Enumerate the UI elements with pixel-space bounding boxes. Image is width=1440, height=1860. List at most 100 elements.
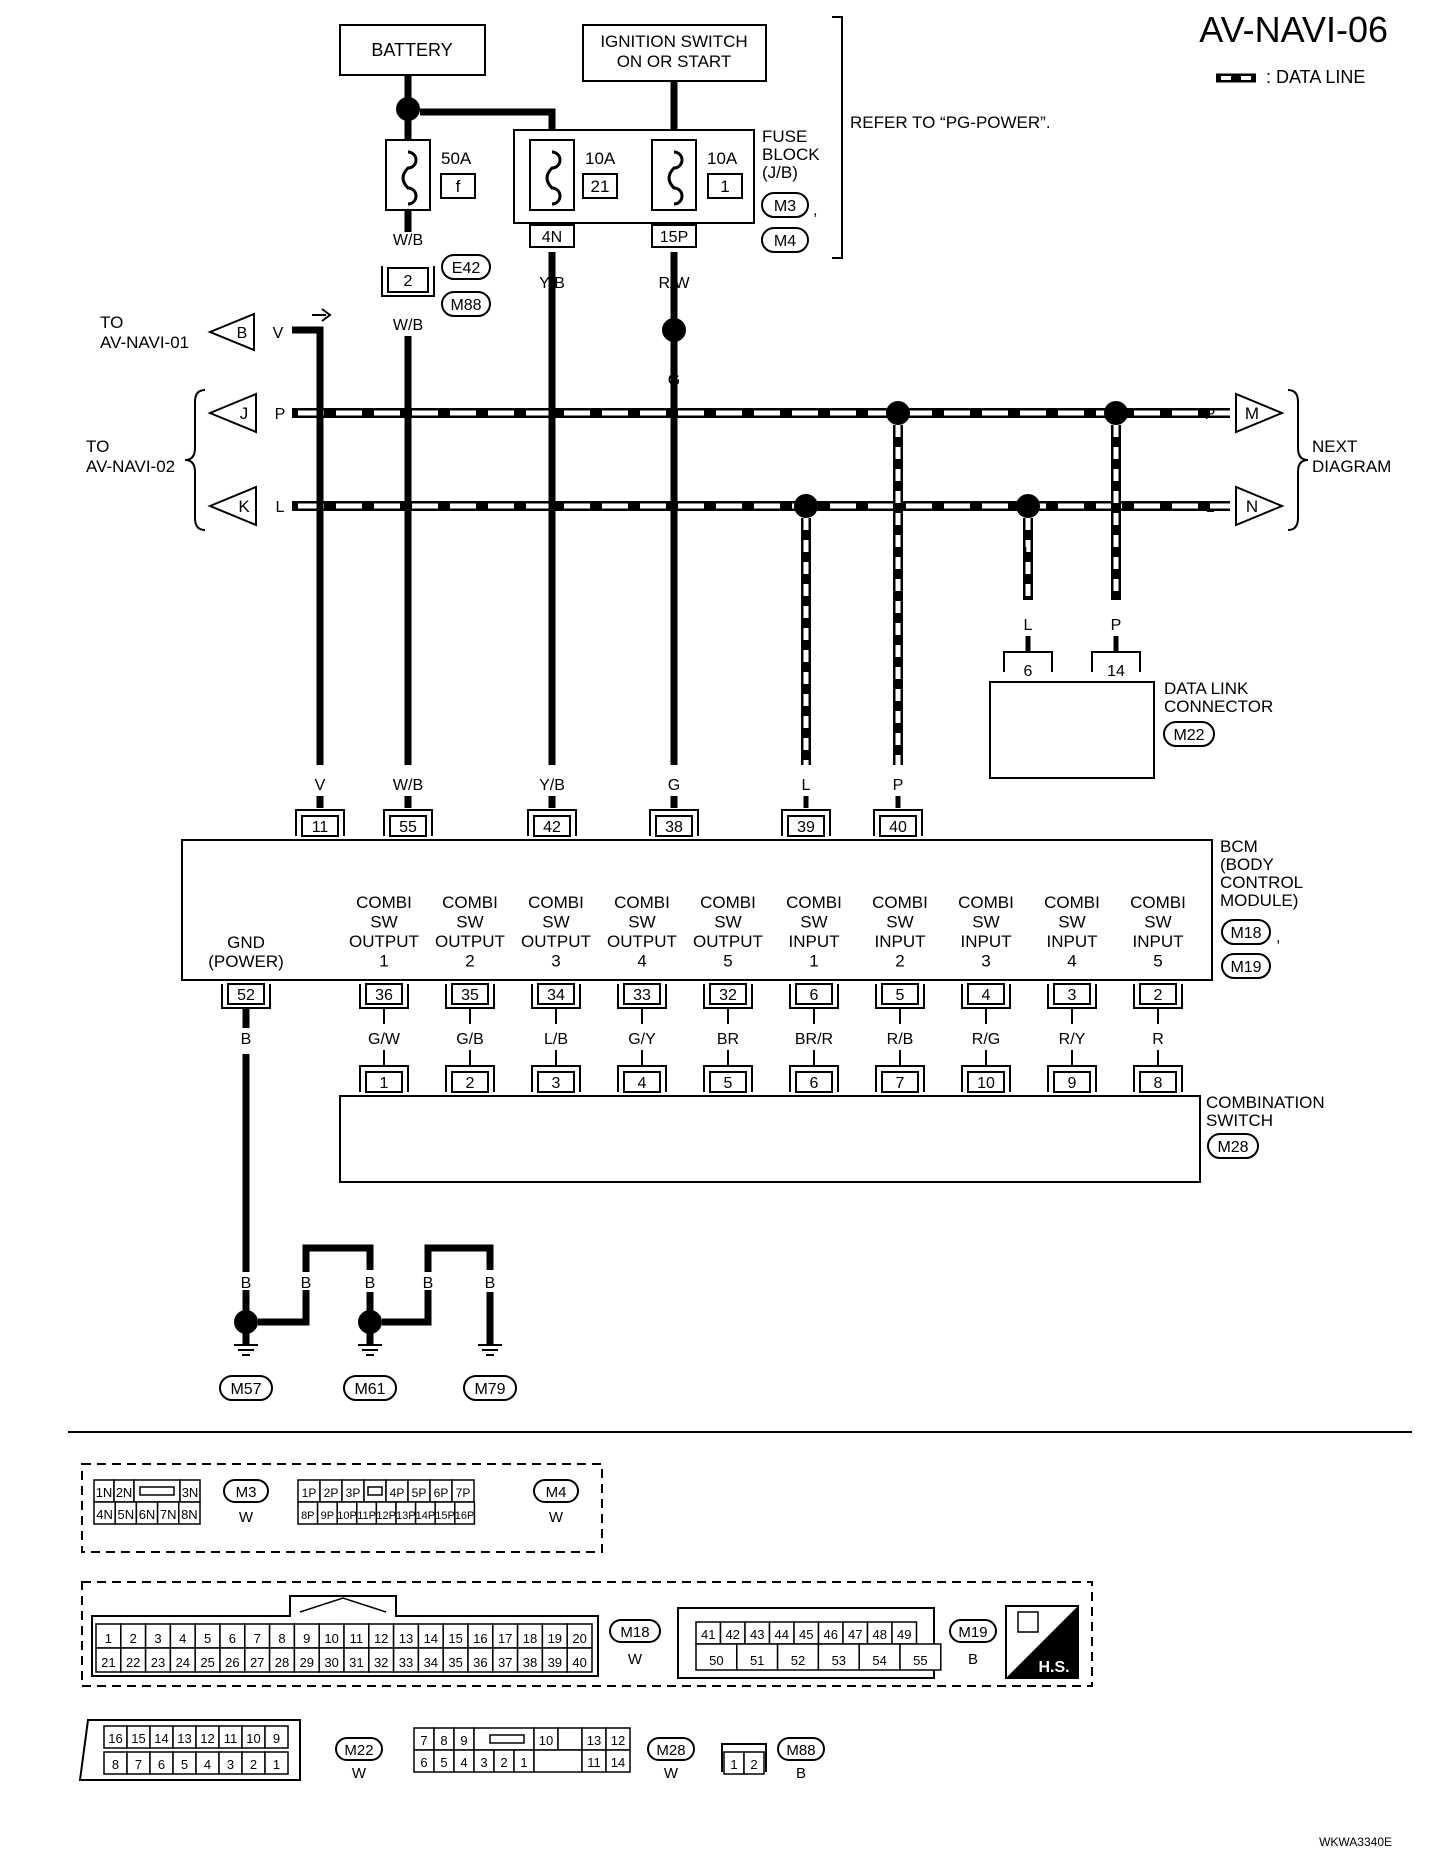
terminal-label: COMBI xyxy=(786,893,842,912)
pin-cell xyxy=(343,1623,370,1649)
pin-label: 11 xyxy=(587,1755,601,1770)
battery-box: BATTERY xyxy=(339,24,486,76)
fuse-50a: 50A f xyxy=(385,139,476,211)
pin-cell xyxy=(178,1501,201,1525)
terminal-box xyxy=(655,815,693,837)
connector-icon xyxy=(1017,1611,1039,1633)
wire-color: R/Y xyxy=(1059,1031,1086,1048)
splice-dot xyxy=(1016,494,1040,518)
wire-color: R xyxy=(1152,1031,1164,1048)
terminal-housing xyxy=(383,809,433,836)
offpage-label: AV-NAVI-01 xyxy=(100,333,189,352)
connector-id: M3 xyxy=(774,198,796,215)
offpage-label: TO xyxy=(100,313,123,332)
offpage-label: NEXT xyxy=(1312,437,1357,456)
pin-label: 11 xyxy=(224,1731,238,1746)
label-mask xyxy=(538,775,566,793)
pin-label: 24 xyxy=(176,1655,190,1670)
terminal-label: INPUT xyxy=(1047,932,1098,951)
connector-id: M4 xyxy=(546,1484,567,1501)
pin-label: 1 xyxy=(520,1755,527,1770)
fuse-amp: 10A xyxy=(585,149,616,168)
pin-label: 12P xyxy=(376,1510,396,1522)
terminal-label: SW xyxy=(542,913,569,932)
pin-label: 26 xyxy=(225,1655,239,1670)
pin-number: 39 xyxy=(797,819,815,836)
pin-cell xyxy=(120,1647,147,1673)
splice-dot xyxy=(1104,401,1128,425)
pin-label: 48 xyxy=(873,1627,887,1642)
wire-color: B xyxy=(301,1275,312,1292)
pin-number: 42 xyxy=(543,819,561,836)
offpage-label: AV-NAVI-02 xyxy=(86,457,175,476)
bcm-label: BCM xyxy=(1220,837,1258,856)
terminal-label: SW xyxy=(714,913,741,932)
key-slot xyxy=(367,1486,383,1496)
pin-cell xyxy=(392,1623,420,1649)
hs-label: H.S. xyxy=(1038,1659,1069,1676)
connector-tag xyxy=(647,1737,695,1761)
pin-cell xyxy=(817,1643,860,1671)
pin-label: 4 xyxy=(460,1755,467,1770)
hs-triangle xyxy=(1006,1606,1078,1678)
pin-cell xyxy=(194,1647,221,1673)
terminal-box xyxy=(795,1071,833,1093)
terminal-housing xyxy=(295,809,345,836)
pin-label: 33 xyxy=(399,1655,413,1670)
connector-id: M22 xyxy=(1173,727,1204,744)
pin-label: 6N xyxy=(139,1507,156,1522)
wire-color: P xyxy=(1205,406,1216,423)
pin-label: 32 xyxy=(374,1655,388,1670)
wire-color: BR/R xyxy=(795,1031,833,1048)
terminal-box xyxy=(533,815,571,837)
wire-color: R/G xyxy=(972,1031,1000,1048)
dlc-label: CONNECTOR xyxy=(1164,697,1273,716)
terminal-label: 4 xyxy=(637,952,646,971)
terminal-box xyxy=(451,1071,489,1093)
terminal-box xyxy=(1053,983,1091,1005)
pin-cell xyxy=(899,1643,942,1671)
pin-cell xyxy=(169,1647,196,1673)
terminal-label: (POWER) xyxy=(208,952,284,971)
pin-number: 14 xyxy=(1107,663,1125,680)
pin-label: 16P xyxy=(455,1510,475,1522)
pin-label: 49 xyxy=(897,1627,911,1642)
pin-label: 38 xyxy=(523,1655,537,1670)
wire-color: G xyxy=(668,372,680,389)
pin-number: 52 xyxy=(237,987,255,1004)
connector-id: E42 xyxy=(452,260,481,277)
pin-label: 15 xyxy=(131,1731,145,1746)
connector-tag xyxy=(949,1619,997,1643)
pin-number: 8 xyxy=(1154,1075,1163,1092)
wire-color: V xyxy=(315,777,326,794)
pin-label: 9P xyxy=(321,1510,334,1522)
refer-label: REFER TO “PG-POWER”. xyxy=(850,113,1051,132)
pin-label: 12 xyxy=(611,1733,625,1748)
legend-data-line: : DATA LINE xyxy=(1216,67,1365,87)
pin-label: 13P xyxy=(396,1510,416,1522)
wire-color: W/B xyxy=(393,232,423,249)
pin-cell xyxy=(442,1647,469,1673)
pin-number: 33 xyxy=(633,987,651,1004)
data-link-connector: 6 14 xyxy=(989,651,1155,779)
wire-color: L/B xyxy=(544,1031,568,1048)
wire-color: P xyxy=(893,777,904,794)
connector-tag xyxy=(533,1479,579,1503)
label-mask xyxy=(660,775,688,793)
terminal-box xyxy=(1139,1071,1177,1093)
pin-number: 10 xyxy=(977,1075,995,1092)
fuse-amp: 10A xyxy=(707,149,738,168)
bcm-label: MODULE) xyxy=(1220,891,1298,910)
pin-label: 5 xyxy=(204,1631,211,1646)
connector-id: M79 xyxy=(474,1381,505,1398)
pin-label: 25 xyxy=(200,1655,214,1670)
pin-number: 6 xyxy=(810,1075,819,1092)
pin-label: 43 xyxy=(750,1627,764,1642)
pin-label: 7 xyxy=(420,1733,427,1748)
pin-label: 3 xyxy=(227,1757,234,1772)
terminal-box xyxy=(537,1071,575,1093)
pin-label: 4 xyxy=(204,1757,211,1772)
wire-color: B xyxy=(365,1275,376,1292)
pin-label: 50 xyxy=(709,1653,723,1668)
connector-id: M28 xyxy=(656,1742,685,1759)
